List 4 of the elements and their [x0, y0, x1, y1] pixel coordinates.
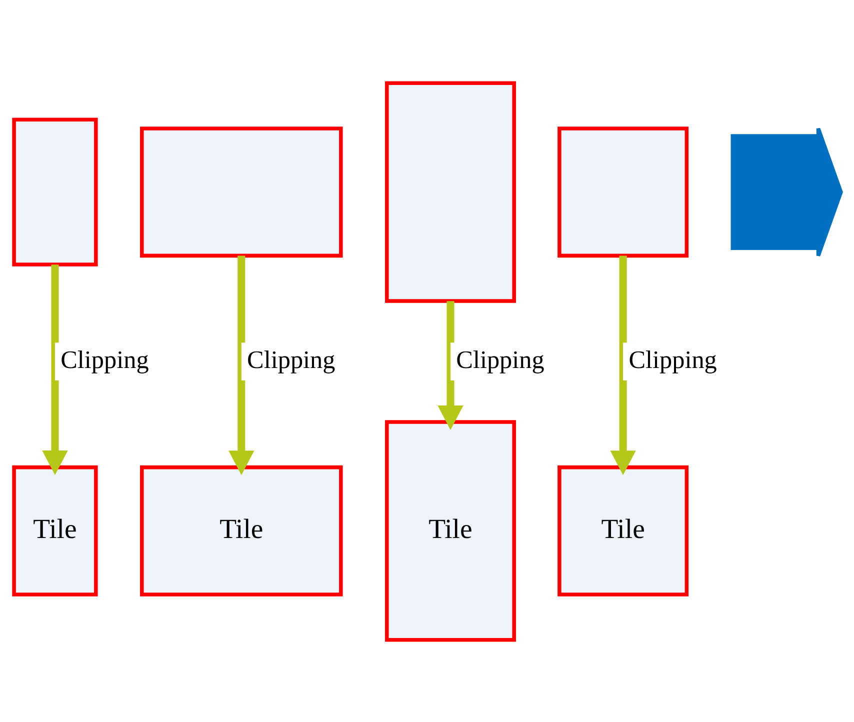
edge-label: Clipping [246, 346, 335, 374]
edge-label: Clipping [60, 346, 148, 374]
edge-label: Clipping [628, 346, 716, 374]
edge-label: Clipping [456, 346, 544, 374]
